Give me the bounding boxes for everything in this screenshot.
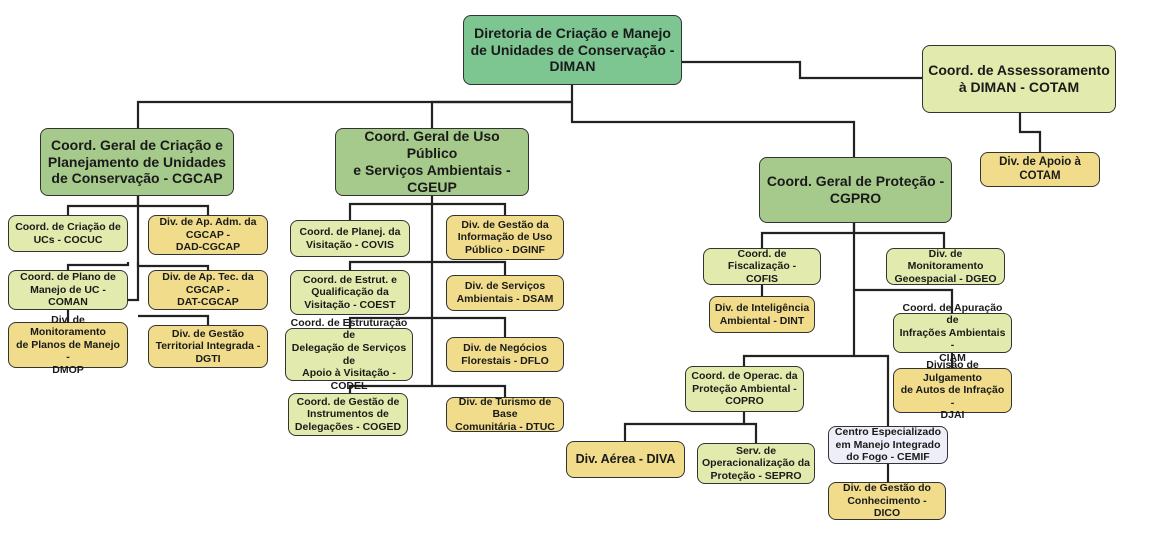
coest-box: Coord. de Estrut. e Qualificação da Visi… bbox=[290, 270, 410, 315]
cocuc-box: Coord. de Criação de UCs - COCUC bbox=[8, 215, 128, 252]
ciam-box: Coord. de Apuração de Infrações Ambienta… bbox=[893, 302, 1012, 364]
dat-cgcap-box: Div. de Ap. Tec. da CGCAP - DAT-CGCAP bbox=[148, 270, 268, 310]
cofis-box: Coord. de Fiscalização - COFIS bbox=[703, 248, 821, 285]
coged-box: Coord. de Gestão de Instrumentos de Dele… bbox=[288, 393, 408, 436]
sepro-box: Serv. de Operacionalização da Proteção -… bbox=[697, 443, 815, 484]
dflo-box: Div. de Negócios Florestais - DFLO bbox=[446, 337, 564, 372]
djai-box: Divisão de Julgamento de Autos de Infraç… bbox=[893, 359, 1012, 421]
diman-box: Diretoria de Criação e Manejo de Unidade… bbox=[463, 15, 682, 85]
dtuc-box: Div. de Turismo de Base Comunitária - DT… bbox=[446, 396, 564, 433]
covis-box: Coord. de Planej. da Visitação - COVIS bbox=[290, 220, 410, 257]
copro-box: Coord. de Operac. da Proteção Ambiental … bbox=[685, 366, 804, 412]
dsam-box: Div. de Serviços Ambientais - DSAM bbox=[446, 275, 564, 311]
dginf-box: Div. de Gestão da Informação de Uso Públ… bbox=[446, 215, 564, 260]
dad-cgcap-box: Div. de Ap. Adm. da CGCAP - DAD-CGCAP bbox=[148, 215, 268, 255]
dico-box: Div. de Gestão do Conhecimento - DICO bbox=[828, 482, 946, 520]
cotam-support-division-box: Div. de Apoio à COTAM bbox=[980, 152, 1100, 187]
cgcap-box: Coord. Geral de Criação e Planejamento d… bbox=[40, 128, 234, 196]
codel-box: Coord. de Estruturação de Delegação de S… bbox=[285, 317, 413, 392]
diva-box: Div. Aérea - DIVA bbox=[566, 441, 685, 478]
dgeo-box: Div. de Monitoramento Geoespacial - DGEO bbox=[886, 248, 1005, 285]
cgpro-box: Coord. Geral de Proteção - CGPRO bbox=[759, 157, 952, 223]
cgeup-box: Coord. Geral de Uso Público e Serviços A… bbox=[335, 128, 529, 196]
cemif-box: Centro Especializado em Manejo Integrado… bbox=[828, 426, 948, 464]
dint-box: Div. de Inteligência Ambiental - DINT bbox=[709, 296, 815, 333]
dgti-box: Div. de Gestão Territorial Integrada - D… bbox=[148, 325, 268, 368]
cotam-box: Coord. de Assessoramento à DIMAN - COTAM bbox=[922, 45, 1116, 113]
coman-box: Coord. de Plano de Manejo de UC - COMAN bbox=[8, 270, 128, 310]
dmop-box: Div. de Monitoramento de Planos de Manej… bbox=[8, 314, 128, 376]
